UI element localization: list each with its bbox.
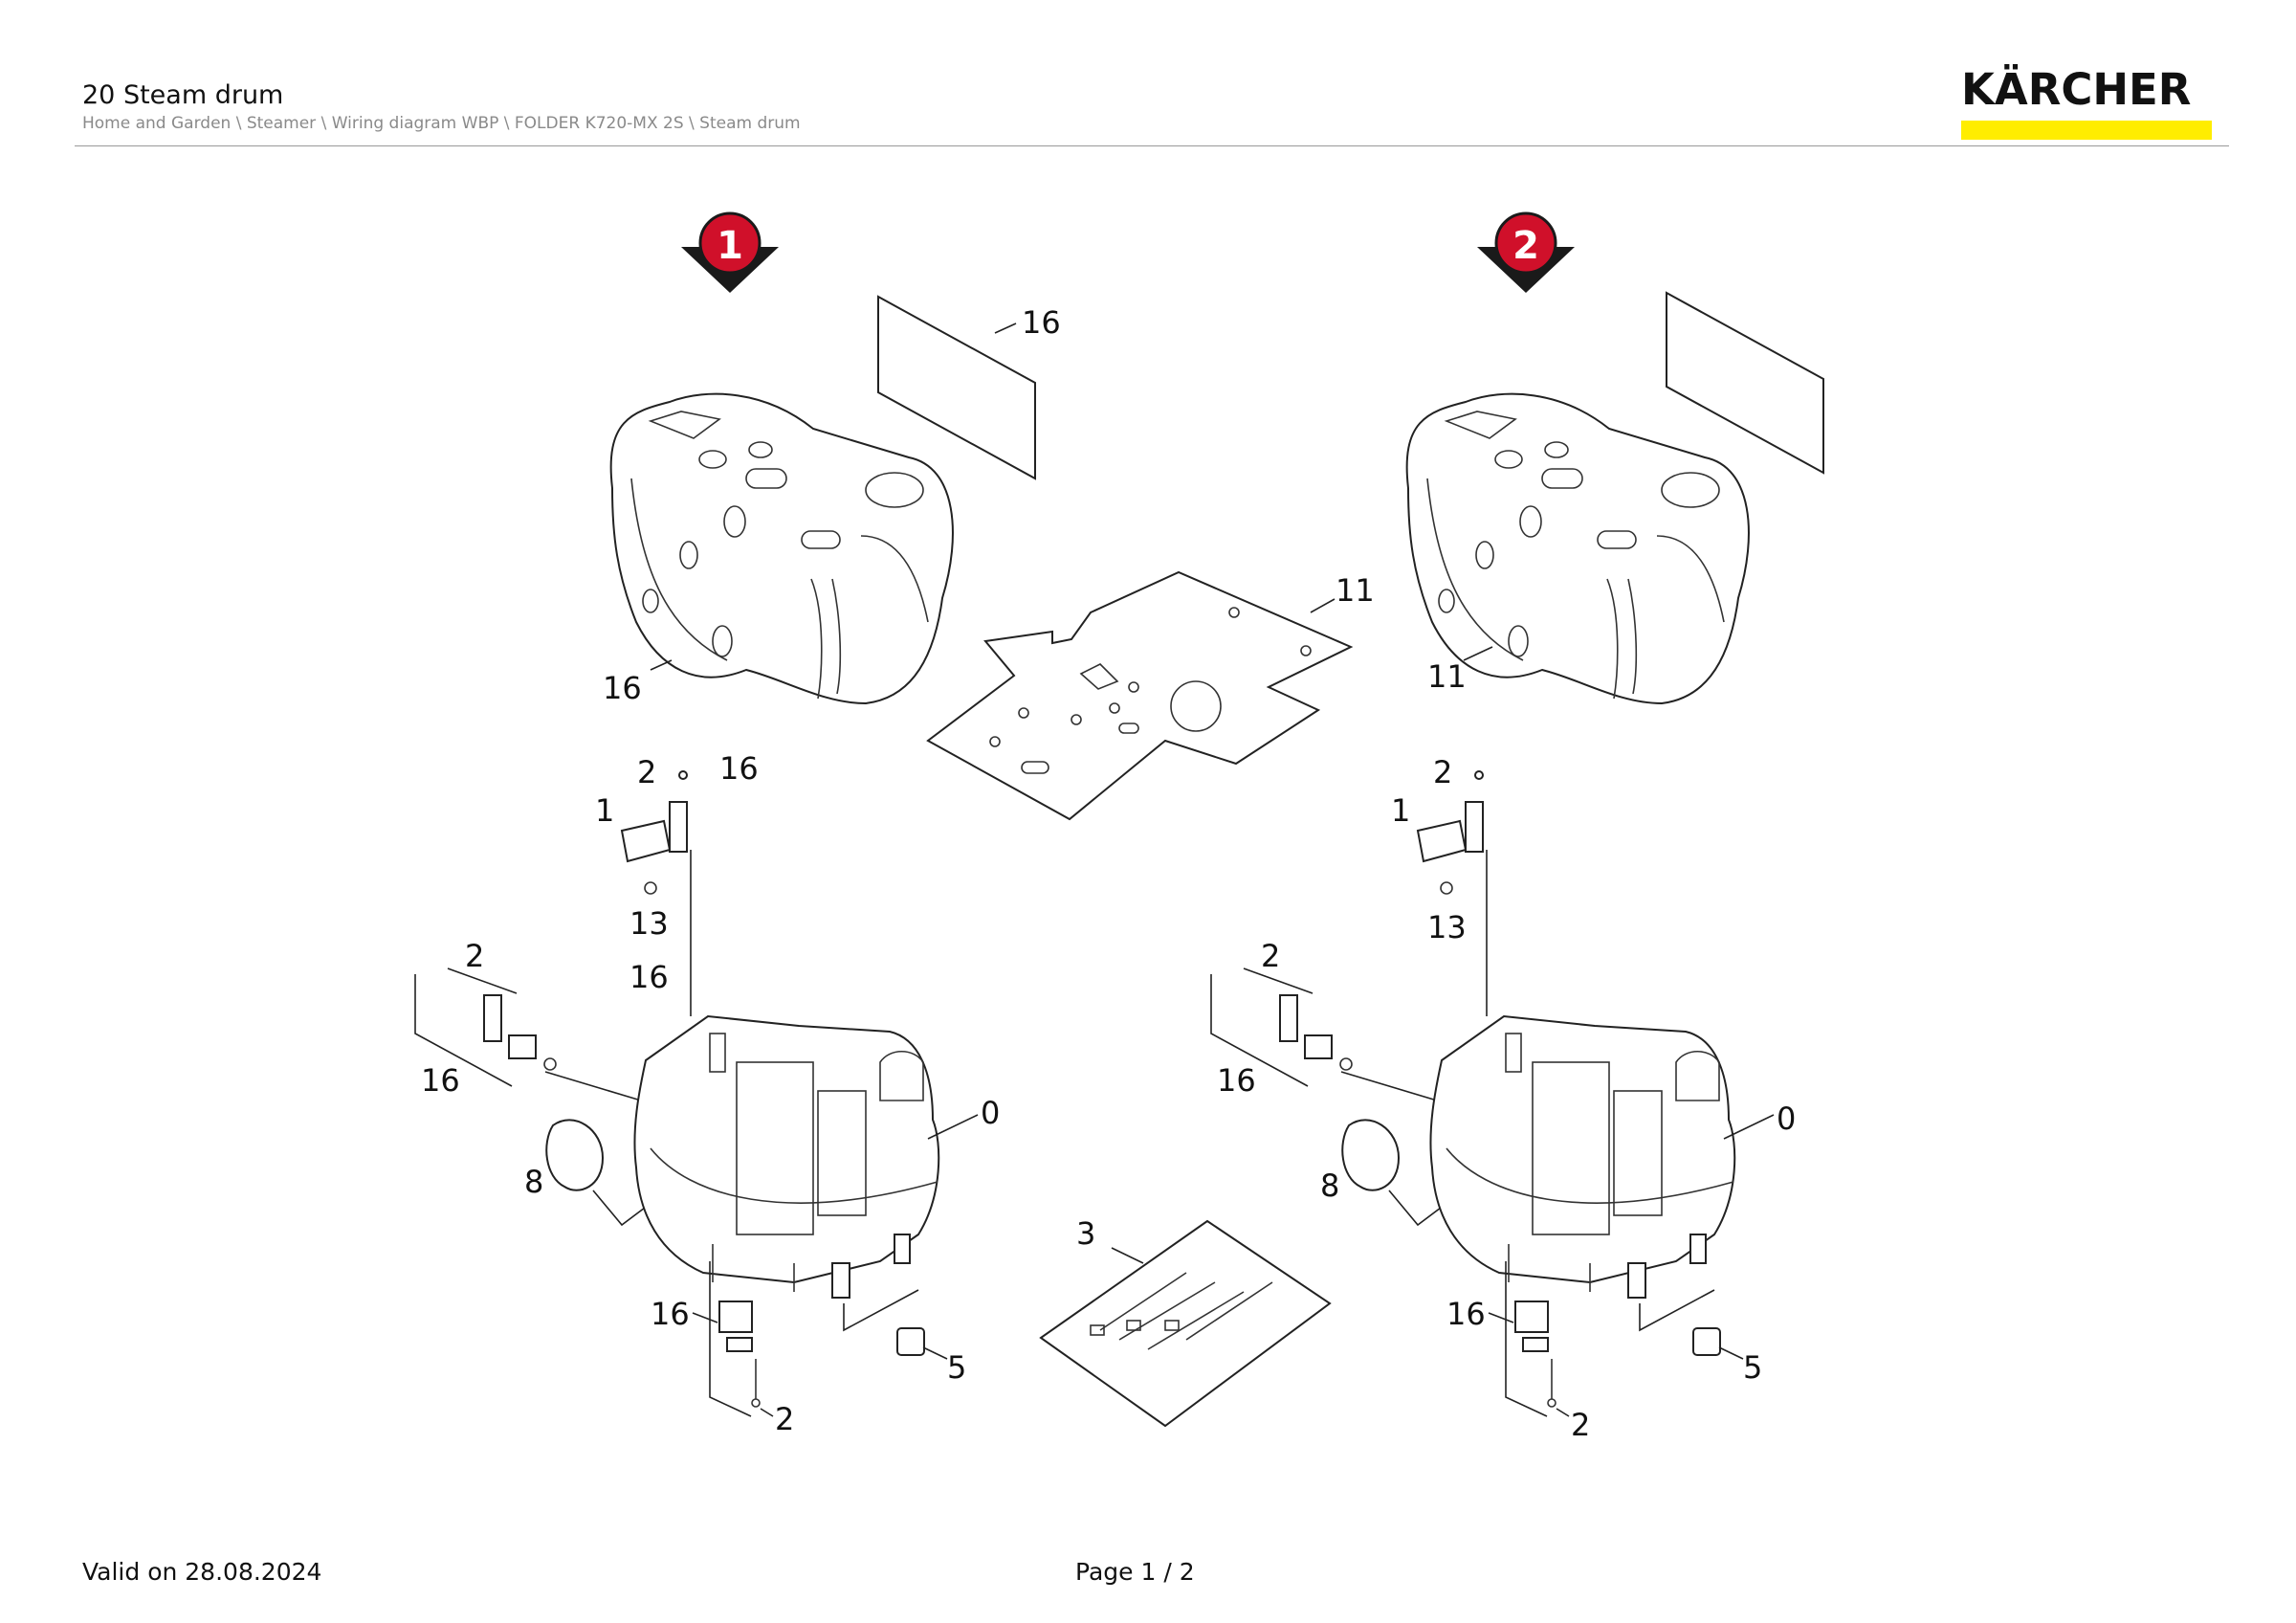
page-title: 20 Steam drum: [82, 80, 284, 110]
brand-logo: KÄRCHER: [1961, 65, 2214, 140]
label-valve: 1: [1391, 792, 1410, 829]
footer-valid-date: Valid on 28.08.2024: [82, 1558, 322, 1586]
label-cover: 16: [603, 670, 642, 706]
label-valve-screw: 2: [637, 754, 656, 790]
label-drum: 0: [981, 1095, 1000, 1131]
label-valve-screw: 2: [1433, 754, 1452, 790]
label-fuse: 8: [524, 1164, 543, 1200]
label-bottom-group: 16: [651, 1296, 690, 1332]
label-bottom-screw: 2: [1571, 1407, 1590, 1443]
label-gasket: 11: [1336, 572, 1375, 609]
footer-page-number: Page 1 / 2: [1075, 1558, 1195, 1586]
label-bag: 3: [1076, 1215, 1095, 1252]
label-left-group: 16: [1217, 1062, 1256, 1099]
label-valve-bracket: 16: [719, 750, 759, 787]
label-bottom-group: 16: [1446, 1296, 1486, 1332]
variant-1-assembly: 1 16 16 2 16 1 13 16 2 16 8 0 16 2 5: [413, 211, 1061, 1437]
cover-sheet-part: [1666, 291, 1824, 475]
label-cover-sheet: 16: [1022, 304, 1061, 341]
label-left-screw: 2: [1261, 938, 1280, 974]
label-foot: 5: [1743, 1349, 1762, 1386]
label-fuse: 8: [1320, 1167, 1339, 1204]
label-left-group: 16: [421, 1062, 460, 1099]
label-foot: 5: [947, 1349, 966, 1386]
label-bottom-screw: 2: [775, 1401, 794, 1437]
variant-2-assembly: 2 11 2 1 13 2 16 8 0 16 2 5: [1209, 211, 1824, 1443]
label-drum: 0: [1777, 1101, 1796, 1137]
label-oring-group: 16: [629, 959, 669, 995]
label-oring: 13: [629, 905, 669, 942]
variant-badge-number: 1: [717, 224, 743, 268]
label-valve: 1: [595, 792, 614, 829]
gasket-part: [926, 570, 1354, 821]
cover-sheet-part: [877, 295, 1036, 480]
breadcrumb: Home and Garden \ Steamer \ Wiring diagr…: [82, 114, 801, 133]
header-divider: [75, 145, 2229, 146]
label-cover: 11: [1427, 658, 1467, 695]
bag-part: [1039, 1219, 1332, 1428]
variant-badge-number: 2: [1512, 224, 1539, 268]
label-left-screw: 2: [465, 938, 484, 974]
label-oring: 13: [1427, 909, 1467, 945]
brand-logo-bar: [1961, 121, 2212, 140]
brand-logo-text: KÄRCHER: [1961, 64, 2192, 115]
